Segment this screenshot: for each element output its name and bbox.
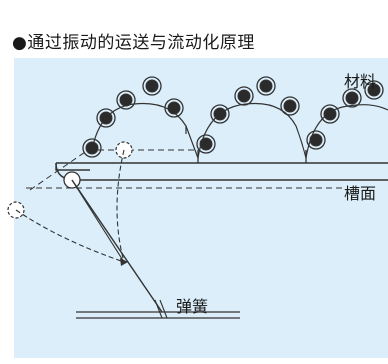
particle: [320, 104, 340, 124]
material-particles: [82, 76, 384, 158]
particle: [116, 90, 136, 110]
spring-arm: [71, 179, 163, 313]
particle: [210, 104, 230, 124]
particle: [142, 76, 162, 96]
particle: [256, 76, 276, 96]
pivot-circle-dashed: [7, 201, 25, 219]
particle: [234, 86, 254, 106]
particle: [364, 80, 384, 100]
particle: [306, 130, 326, 150]
particle: [342, 88, 362, 108]
trough-surface-label: 槽面: [344, 184, 377, 203]
particle: [164, 98, 184, 118]
particle: [96, 108, 116, 128]
diagram-panel: [14, 58, 388, 358]
particle: [82, 138, 102, 158]
particle: [280, 96, 300, 116]
spring-label: 弹簧: [176, 297, 209, 316]
particle: [196, 134, 216, 154]
material-label: 材料: [344, 72, 377, 91]
diagram-title: ●通过振动的运送与流动化原理: [12, 33, 255, 53]
spring-arm-upper: [71, 179, 125, 263]
